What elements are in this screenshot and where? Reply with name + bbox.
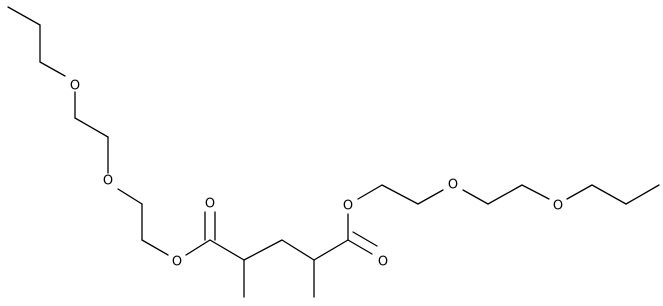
atom-label-o5: O xyxy=(343,199,353,214)
bond xyxy=(347,239,373,255)
bond xyxy=(566,184,593,200)
bond xyxy=(117,188,143,205)
bond xyxy=(591,184,627,205)
bond xyxy=(381,184,419,205)
atom-label-o7: O xyxy=(448,178,458,193)
bond xyxy=(141,239,169,256)
bond xyxy=(625,184,660,205)
atom-label-o8: O xyxy=(553,199,563,214)
bond xyxy=(417,189,444,205)
bond xyxy=(7,6,41,26)
bond xyxy=(243,239,283,261)
bond xyxy=(462,189,489,205)
bond xyxy=(39,61,66,77)
bond xyxy=(281,239,315,261)
bond xyxy=(357,184,383,200)
atom-label-o3: O xyxy=(172,255,182,270)
bond xyxy=(352,231,378,247)
atom-label-o1: O xyxy=(70,79,80,94)
bond xyxy=(209,239,245,261)
atom-labels: O O O O O O O O xyxy=(70,79,563,270)
bond xyxy=(185,239,211,256)
atom-label-o6: O xyxy=(378,255,388,270)
atom-label-o4: O xyxy=(205,197,215,212)
bond xyxy=(74,117,109,138)
bond xyxy=(487,184,523,205)
bond xyxy=(521,184,550,200)
atom-label-o2: O xyxy=(103,174,113,189)
bond xyxy=(313,239,349,261)
bonds xyxy=(7,6,660,298)
